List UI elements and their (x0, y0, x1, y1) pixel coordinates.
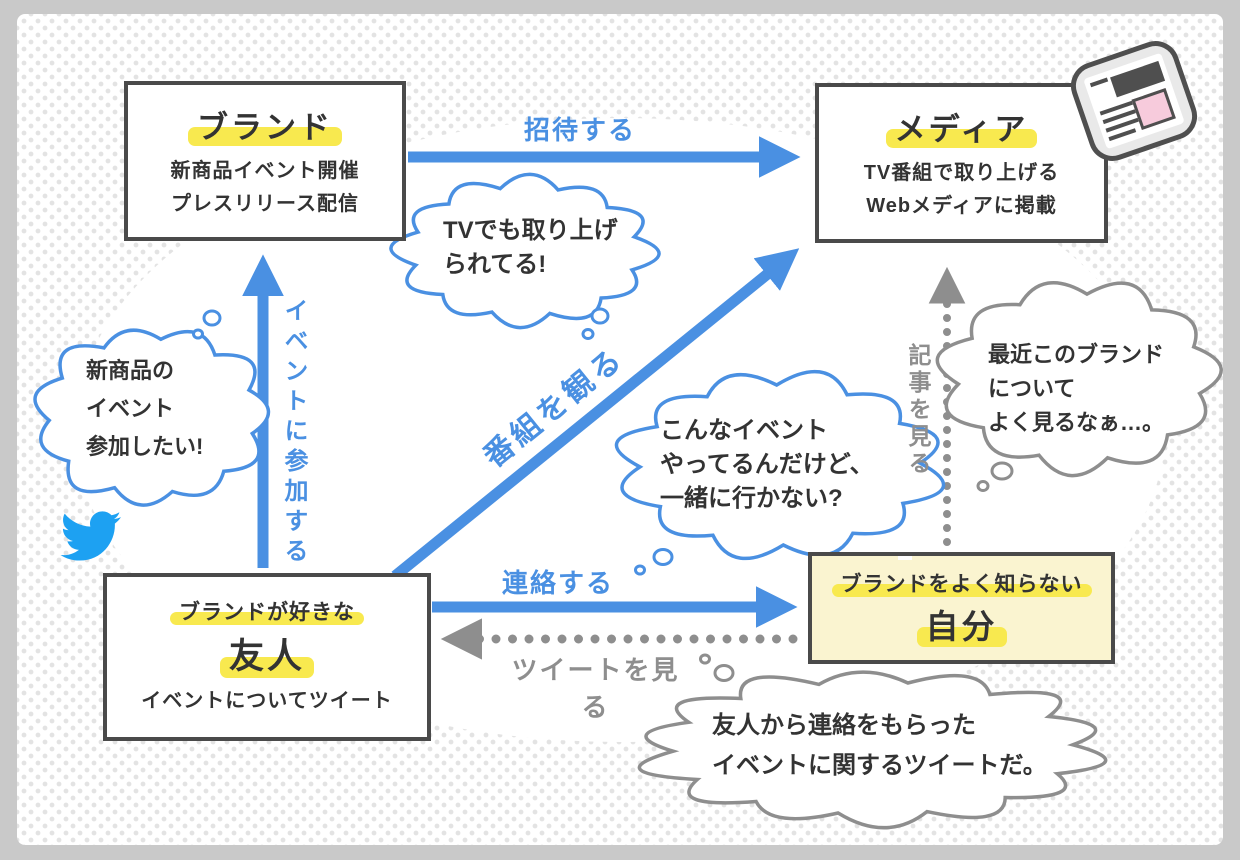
media-line-2: Webメディアに掲載 (866, 194, 1057, 217)
invite-arrow-label: 招待する (523, 115, 636, 145)
join-event-arrow-label: イベントに参加する (280, 298, 307, 568)
friend-title: 友人 (219, 628, 315, 679)
media-title: メディア (885, 104, 1038, 149)
friend-tagline: ブランドが好きな (170, 596, 364, 626)
brand-title: ブランド (188, 102, 342, 147)
view-article-arrow-label: 記事を見る (905, 342, 931, 478)
self-tagline: ブランドをよく知らない (831, 568, 1092, 598)
brand-line-2: プレスリリース配信 (171, 192, 359, 215)
border-gap (881, 87, 896, 91)
tv-bubble-tail (581, 307, 610, 340)
self-title: 自分 (916, 600, 1007, 648)
see-brand-bubble-tail (976, 461, 1014, 492)
invite-friend-bubble-tail (634, 548, 674, 576)
tweet-found-bubble-tail (699, 653, 735, 682)
see-brand-bubble-text: 最近このブランド について よく見るなぁ…。 (988, 342, 1165, 435)
twitter-bird-icon (52, 504, 128, 568)
tv-bubble-cloud (389, 172, 661, 330)
invite-friend-bubble-cloud (614, 369, 946, 561)
new-product-bubble-text: 新商品の イベント 参加したい! (86, 358, 204, 459)
border-gap (275, 577, 291, 581)
border-gap (398, 143, 402, 159)
see-brand-bubble-cloud (935, 280, 1223, 478)
new-product-bubble-tail (192, 309, 222, 340)
newspaper-line (1089, 77, 1109, 88)
watch-show-arrow (391, 248, 800, 581)
brand-node: ブランド 新商品イベント開催 プレスリリース配信 (124, 81, 406, 241)
invite-friend-bubble-text: こんなイベント やってるんだけど、 一緒に行かない? (660, 417, 874, 512)
friend-line-1: イベントについてツイート (141, 690, 393, 712)
view-tweet-arrow-label: ツイートを見る (511, 655, 680, 722)
friend-node: ブランドが好きな 友人 イベントについてツイート (103, 573, 431, 741)
border-gap (898, 556, 912, 560)
contact-arrow-label: 連絡する (501, 568, 614, 598)
media-line-1: TV番組で取り上げる (863, 161, 1060, 184)
new-product-bubble-cloud (33, 328, 271, 507)
newspaper-page (1083, 52, 1185, 150)
tweet-found-bubble-cloud (637, 670, 1108, 830)
brand-line-1: 新商品イベント開催 (170, 159, 360, 182)
border-gap (208, 85, 224, 89)
media-node: メディア TV番組で取り上げる Webメディアに掲載 (815, 83, 1108, 243)
tweet-found-bubble-text: 友人から連絡をもらった イベントに関するツイートだ。 (712, 712, 1047, 779)
newspaper-photo (1131, 88, 1176, 131)
tv-bubble-text: TVでも取り上げられてる! (443, 217, 618, 278)
self-node: ブランドをよく知らない 自分 (808, 552, 1115, 664)
border-gap (107, 695, 111, 711)
